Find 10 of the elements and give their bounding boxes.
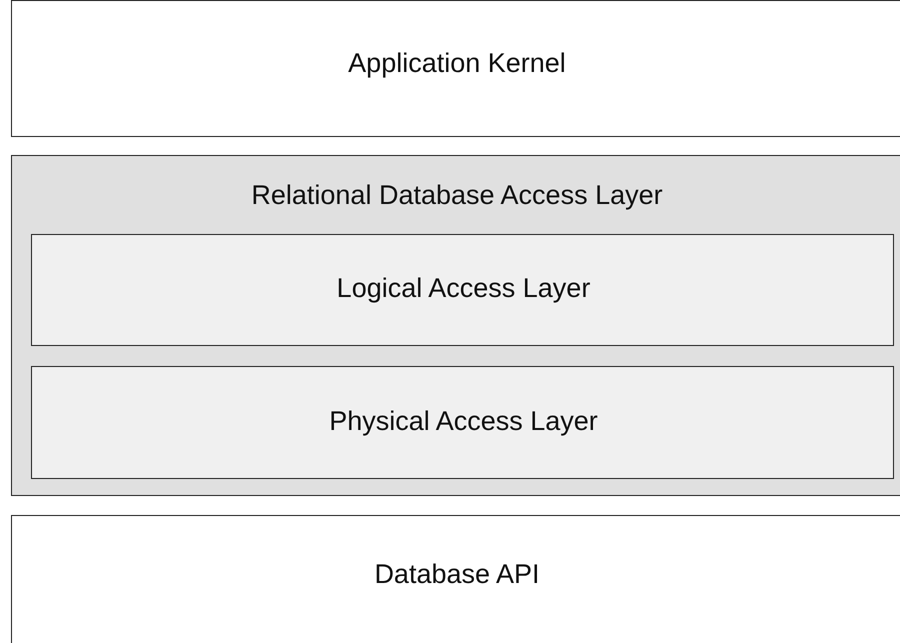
layer-box xyxy=(11,0,900,137)
layer-box xyxy=(11,515,900,643)
sublayer-box xyxy=(31,234,894,346)
layer-label: Database API xyxy=(373,559,541,590)
layer-label: Physical Access Layer xyxy=(328,406,599,437)
layer-label: Logical Access Layer xyxy=(336,273,592,304)
sublayer-box xyxy=(31,366,894,479)
layer-label: Relational Database Access Layer xyxy=(250,180,664,211)
layer-box xyxy=(11,155,900,496)
layer-label: Application Kernel xyxy=(347,48,567,79)
